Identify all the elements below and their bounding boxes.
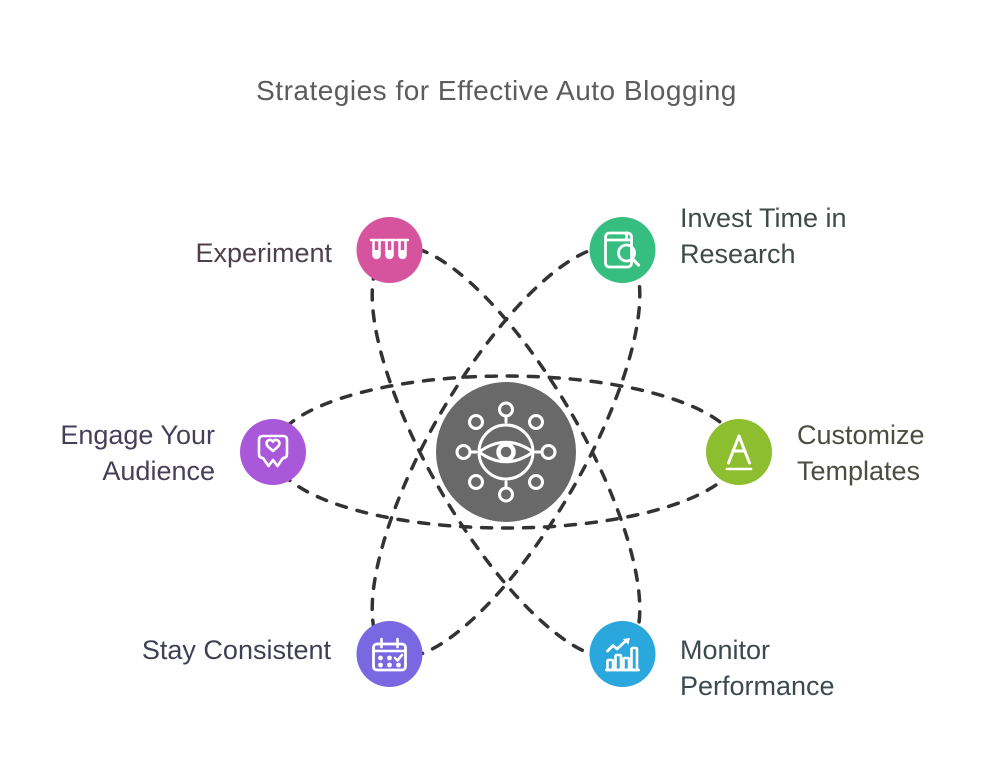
label-line: Templates bbox=[797, 456, 921, 486]
label-invest-time-in-research: Invest Time in Research bbox=[680, 200, 847, 272]
label-experiment: Experiment bbox=[195, 235, 332, 271]
label-line: Monitor bbox=[680, 635, 771, 665]
eye-network-icon bbox=[455, 401, 557, 503]
monitor-circle bbox=[589, 621, 656, 687]
label-line: Audience bbox=[102, 456, 215, 486]
label-line: Customize bbox=[797, 420, 925, 450]
label-line: Stay Consistent bbox=[141, 635, 331, 665]
node-stay-consistent bbox=[356, 621, 423, 687]
test-tubes-icon bbox=[369, 238, 410, 260]
hub-node bbox=[436, 382, 576, 522]
label-line: Research bbox=[680, 239, 796, 269]
bar-chart-growth-icon bbox=[605, 638, 640, 672]
label-engage-your-audience: Engage Your Audience bbox=[60, 417, 215, 489]
node-experiment bbox=[356, 217, 423, 283]
invest-circle bbox=[589, 217, 656, 283]
label-customize-templates: Customize Templates bbox=[797, 417, 925, 489]
calendar-check-icon bbox=[372, 637, 407, 672]
node-engage-your-audience bbox=[240, 419, 306, 485]
letter-a-underline-icon bbox=[725, 434, 753, 471]
heart-message-icon bbox=[257, 434, 289, 468]
label-monitor-performance: Monitor Performance bbox=[680, 632, 835, 704]
node-invest-time-in-research bbox=[589, 217, 656, 283]
node-customize-templates bbox=[706, 419, 772, 485]
page-title: Strategies for Effective Auto Blogging bbox=[256, 75, 737, 106]
label-stay-consistent: Stay Consistent bbox=[142, 632, 331, 668]
book-magnifier-icon bbox=[604, 231, 641, 269]
label-line: Experiment bbox=[195, 238, 332, 268]
label-line: Invest Time in bbox=[680, 203, 847, 233]
label-line: Engage Your bbox=[60, 420, 215, 450]
label-line: Performance bbox=[680, 671, 835, 701]
stay-circle bbox=[356, 621, 423, 687]
node-monitor-performance bbox=[589, 621, 656, 687]
